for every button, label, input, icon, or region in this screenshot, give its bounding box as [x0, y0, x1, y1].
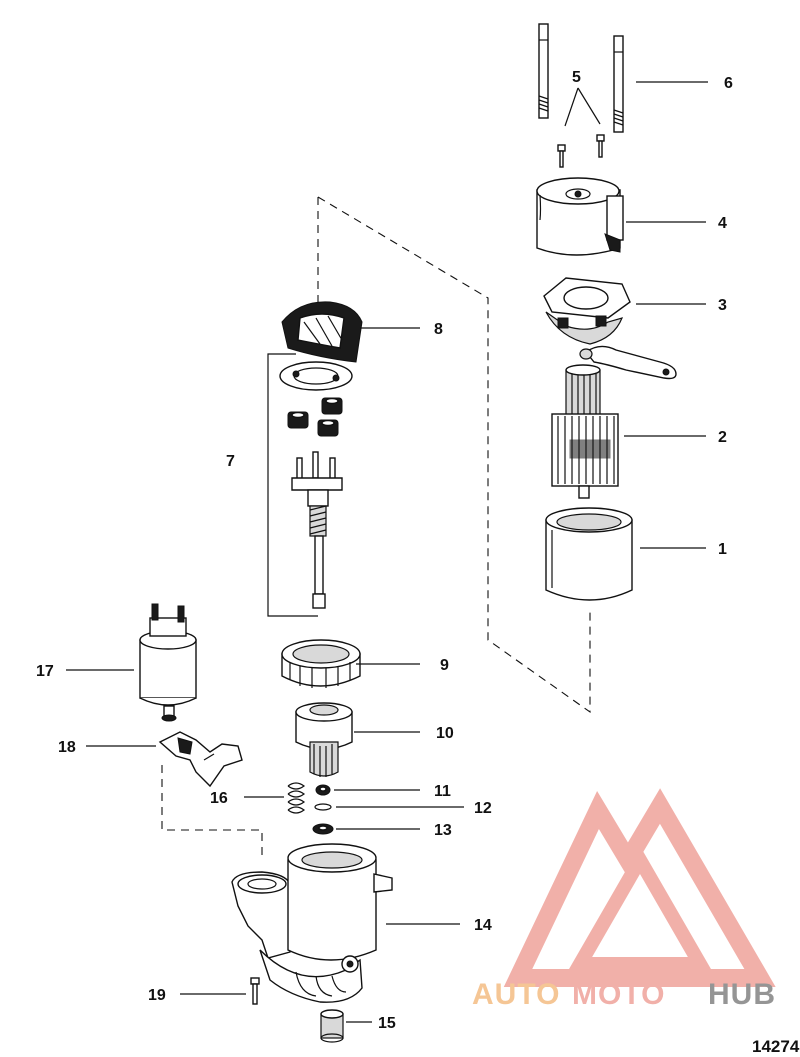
callout-10: 10	[436, 725, 454, 742]
leader-lines	[66, 81, 708, 1023]
part-bushing	[320, 1009, 344, 1043]
part-through-bolts	[538, 23, 624, 133]
callout-12: 12	[474, 800, 492, 817]
callout-13: 13	[434, 822, 452, 839]
watermark-inner-triangle-icon	[567, 845, 713, 971]
part-drive-pinion	[295, 702, 353, 777]
callout-5: 5	[572, 69, 581, 86]
part-drive-cap	[281, 301, 363, 363]
part-planetary-gear-set	[279, 361, 353, 609]
watermark-text-hub: HUB	[708, 978, 776, 1011]
planet-gears	[287, 397, 343, 437]
part-retainer-clip-washer	[312, 784, 334, 835]
callout-numbers: 1 2 3 4 5 6 7 8 9 10 11 12 13 14 15 16 1…	[36, 69, 733, 1032]
callout-7: 7	[226, 453, 235, 470]
part-field-frame	[545, 507, 633, 601]
figure-number: 14274	[752, 1037, 800, 1056]
carrier-shaft	[291, 451, 343, 609]
part-armature	[551, 364, 619, 499]
watermark-triangle-icon	[503, 788, 776, 987]
callout-18: 18	[58, 739, 76, 756]
callout-9: 9	[440, 657, 449, 674]
callout-19: 19	[148, 987, 166, 1004]
callout-16: 16	[210, 790, 228, 807]
callout-2: 2	[718, 429, 727, 446]
part-end-cap	[536, 177, 624, 256]
part-small-screws	[557, 134, 605, 168]
callout-17: 17	[36, 663, 54, 680]
part-solenoid	[139, 603, 197, 722]
part-shift-lever	[158, 731, 243, 788]
bracket-part-7	[267, 353, 318, 617]
callout-3: 3	[718, 297, 727, 314]
watermark-logo: AUTO MOTO HUB	[472, 788, 776, 1011]
callout-1: 1	[718, 541, 727, 558]
callout-4: 4	[718, 215, 727, 232]
watermark-text-auto: AUTO	[472, 978, 560, 1011]
part-ring-gear	[281, 639, 361, 688]
part-spring	[287, 782, 306, 814]
part-brush-plate	[543, 277, 677, 380]
watermark-text-moto: MOTO	[572, 978, 665, 1011]
callout-14: 14	[474, 917, 492, 934]
part-drive-housing	[231, 843, 393, 1003]
callout-6: 6	[724, 75, 733, 92]
callout-15: 15	[378, 1015, 396, 1032]
callout-11: 11	[434, 783, 451, 800]
callout-8: 8	[434, 321, 443, 338]
assembly-dash-lines	[161, 196, 591, 860]
part-small-bolt	[250, 977, 260, 1005]
